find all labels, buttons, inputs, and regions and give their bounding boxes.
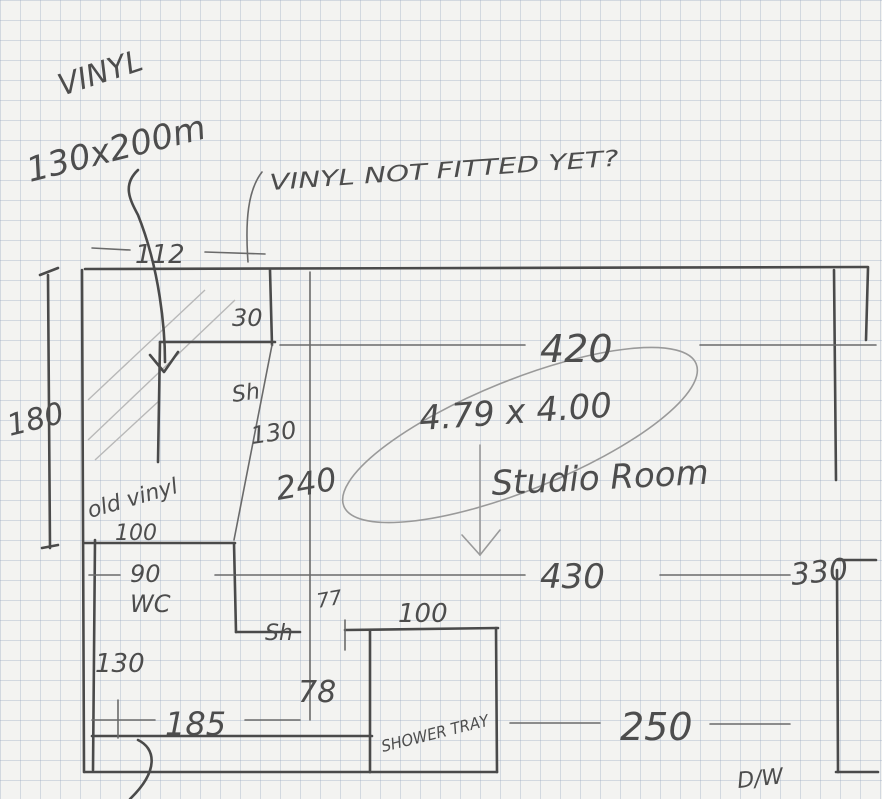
dim-420: 420: [540, 327, 613, 371]
dim-90: 90: [130, 560, 161, 588]
dim-112: 112: [135, 240, 185, 270]
dim-185: 185: [165, 705, 226, 743]
dim-430: 430: [540, 557, 605, 597]
vinyl-note: VINYL: [54, 43, 147, 103]
dim-180: 180: [3, 396, 67, 444]
dimension-lines: [88, 247, 877, 739]
dim-30: 30: [232, 304, 263, 332]
dim-130-shelf: 130: [249, 416, 298, 450]
old-vinyl-note: old vinyl: [85, 474, 181, 524]
dim-250: 250: [620, 705, 693, 749]
door-label: D/W: [736, 764, 786, 794]
dim-240: 240: [273, 460, 340, 508]
dim-330: 330: [789, 552, 850, 593]
shower-tray-label: SHOWER TRAY: [379, 711, 491, 756]
dim-130-left: 130: [95, 649, 145, 679]
annotation-arrows: [127, 168, 501, 799]
dim-77: 77: [315, 585, 345, 613]
shelf-label-2: Sh: [265, 621, 293, 646]
walls: [38, 265, 880, 774]
shelf-label-1: Sh: [230, 379, 261, 408]
studio-room-label: Studio Room: [490, 453, 709, 504]
studio-room-ellipse: [341, 346, 699, 524]
dim-100-shower: 100: [398, 599, 448, 629]
wc-label: WC: [130, 590, 171, 618]
dim-78: 78: [298, 675, 336, 710]
studio-size-note: 4.79 x 4.00: [418, 386, 613, 439]
dim-100-wc: 100: [115, 521, 157, 546]
vinyl-question-note: VINYL NOT FITTED YET?: [269, 147, 620, 196]
vinyl-size-note: 130x200m: [23, 108, 210, 191]
